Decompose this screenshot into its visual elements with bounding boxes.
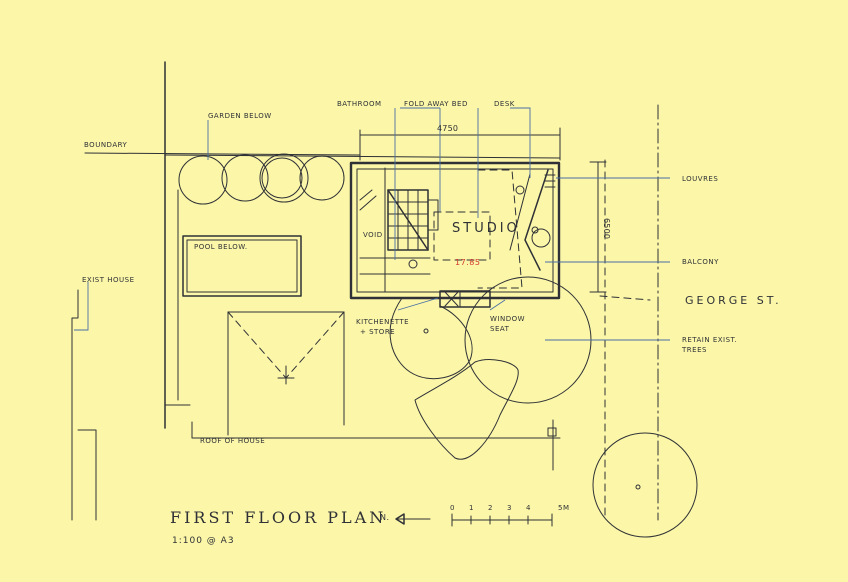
label-retain-trees-line1: RETAIN EXIST. xyxy=(682,336,738,344)
fold-away-bed xyxy=(433,169,523,289)
scale-tick: 5m xyxy=(558,504,570,512)
label-void: VOID xyxy=(363,231,383,239)
street-trees xyxy=(389,276,698,538)
label-george-st: GEORGE ST. xyxy=(685,294,782,307)
scale-tick: 3 xyxy=(507,504,512,512)
garden-trees xyxy=(178,153,345,205)
scale-note: 1:100 @ A3 xyxy=(172,536,235,546)
label-studio: STUDIO xyxy=(452,221,520,236)
desk-balcony xyxy=(509,169,556,271)
label-fold-away-bed: FOLD AWAY BED xyxy=(404,100,468,108)
site-lines xyxy=(84,61,659,521)
studio-walls xyxy=(349,161,561,300)
north-label: N. xyxy=(380,513,390,522)
pool-outline xyxy=(182,235,302,297)
dimension-depth: 6500 xyxy=(602,218,611,240)
label-window-seat-line1: WINDOW xyxy=(490,315,526,323)
label-balcony: BALCONY xyxy=(682,258,719,266)
leader-lines xyxy=(74,107,670,341)
north-arrow xyxy=(395,513,431,525)
scale-bar xyxy=(451,513,553,527)
kitchenette xyxy=(439,290,491,308)
label-pool-below: POOL BELOW. xyxy=(194,243,248,251)
existing-house-outline xyxy=(71,289,97,521)
label-bathroom: BATHROOM xyxy=(337,100,382,108)
scale-tick: 1 xyxy=(469,504,474,512)
roof-of-house xyxy=(191,311,561,471)
label-boundary: BOUNDARY xyxy=(84,141,128,149)
label-desk: DESK xyxy=(494,100,515,108)
scale-tick: 2 xyxy=(488,504,493,512)
label-roof-of-house: ROOF OF HOUSE xyxy=(200,437,266,445)
dimension-lines xyxy=(359,127,607,293)
bathroom-grid xyxy=(359,189,439,269)
label-kitchenette-line2: + STORE xyxy=(360,328,396,336)
label-kitchenette-line1: KITCHENETTE xyxy=(356,318,410,326)
label-louvres: LOUVRES xyxy=(682,175,719,183)
scale-tick: 4 xyxy=(526,504,531,512)
dimension-width: 4750 xyxy=(437,124,459,133)
label-window-seat-line2: SEAT xyxy=(490,325,510,333)
scale-tick: 0 xyxy=(450,504,455,512)
drawing-title: FIRST FLOOR PLAN xyxy=(170,508,387,527)
label-exist-house: EXIST HOUSE xyxy=(82,276,135,284)
label-retain-trees-line2: TREES xyxy=(682,346,707,354)
label-garden-below: GARDEN BELOW xyxy=(208,112,272,120)
studio-area: 17.85 xyxy=(455,258,481,267)
